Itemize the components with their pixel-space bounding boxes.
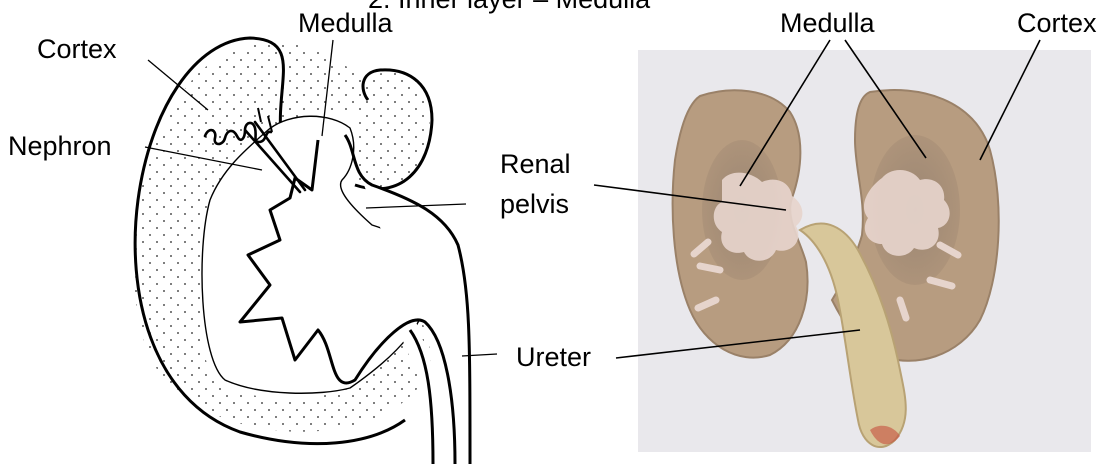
label-ureter-photo: Ureter [516,342,591,372]
header-title-partial: 2. Inner layer – Medulla [368,0,651,14]
label-medulla-diagram: Medulla [298,8,394,38]
label-renal-photo-line1: Renal [500,149,571,179]
label-cortex-photo: Cortex [1017,8,1097,38]
kidney-diagram [133,38,470,464]
label-pelvis-photo-line2: pelvis [500,189,569,219]
kidney-photo [638,50,1091,452]
label-medulla-photo: Medulla [780,8,876,38]
label-nephron-diagram: Nephron [8,131,112,161]
label-cortex-diagram: Cortex [37,34,117,64]
